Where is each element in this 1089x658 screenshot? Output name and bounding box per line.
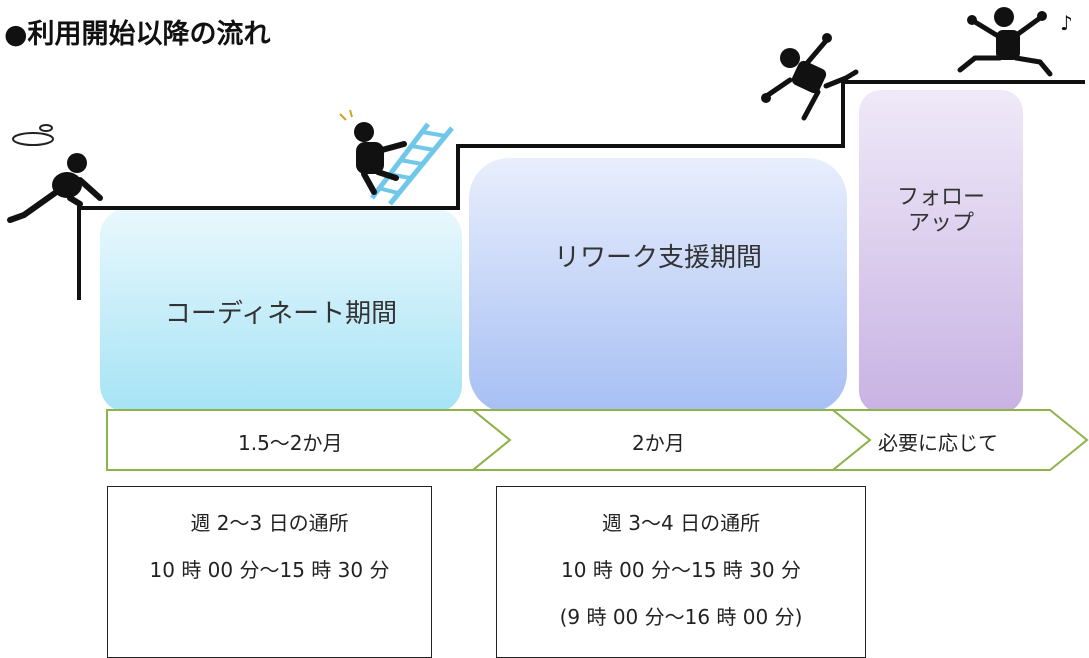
duration-label-2: 2か月 (632, 431, 685, 455)
detail-line: 10 時 00 分〜15 時 30 分 (149, 558, 390, 582)
phase-label-followup: フォロー アップ (859, 185, 1023, 238)
staircase-line (77, 80, 1085, 300)
detail-line: 10 時 00 分〜15 時 30 分 (561, 558, 801, 582)
duration-label-3: 必要に応じて (878, 431, 998, 455)
svg-text:♪: ♪ (1060, 11, 1073, 35)
phase-label-followup-line2: アップ (907, 211, 974, 237)
ladder-figure-icon (339, 109, 454, 206)
phase-box-rework (469, 158, 847, 413)
detail-line: (9 時 00 分〜16 時 00 分) (559, 605, 803, 629)
duration-arrow-3 (830, 409, 1089, 471)
phase-box-followup (859, 90, 1023, 413)
phase-label-rework: リワーク支援期間 (553, 243, 762, 273)
jumping-figure-icon (761, 33, 859, 121)
duration-label-1: 1.5〜2か月 (238, 431, 343, 455)
detail-box-rework: 週 3〜4 日の通所 10 時 00 分〜15 時 30 分 (9 時 00 分… (496, 486, 866, 658)
detail-line: 週 3〜4 日の通所 (601, 511, 761, 535)
detail-line: 週 2〜3 日の通所 (190, 511, 349, 535)
phase-label-followup-line1: フォロー (896, 185, 985, 210)
phase-box-coordinate (100, 208, 462, 413)
detail-box-coordinate: 週 2〜3 日の通所 10 時 00 分〜15 時 30 分 (107, 486, 432, 658)
phase-label-coordinate: コーディネート期間 (164, 299, 398, 329)
celebrating-figure-icon: ♪ (957, 7, 1073, 77)
page-title: ●利用開始以降の流れ (4, 19, 271, 50)
climbing-figure-icon (7, 124, 103, 223)
